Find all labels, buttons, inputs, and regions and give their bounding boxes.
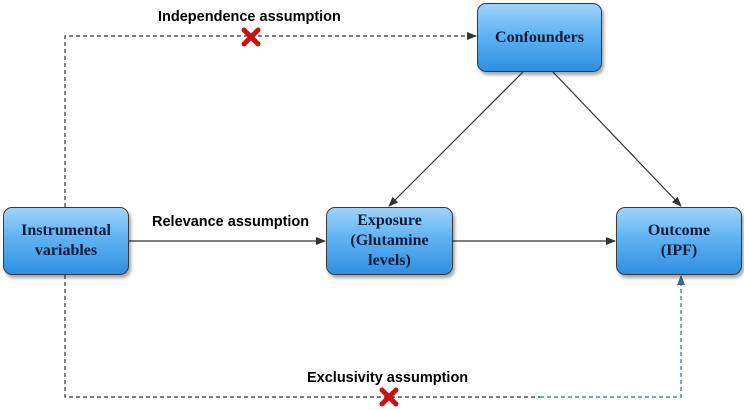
outcome-node: Outcome (IPF) bbox=[616, 207, 742, 275]
exclusivity-assumption-label: Exclusivity assumption bbox=[307, 370, 469, 386]
cross-icon bbox=[241, 27, 261, 47]
outcome-line1: Outcome bbox=[647, 222, 711, 239]
exposure-line1: Exposure bbox=[357, 212, 422, 229]
instrumental-variables-line2: variables bbox=[34, 242, 98, 259]
confounders-to-exposure-arrow bbox=[388, 71, 524, 207]
exposure-node: Exposure (Glutamine levels) bbox=[326, 207, 453, 275]
independence-arrow bbox=[64, 32, 477, 207]
outcome-line2: (IPF) bbox=[660, 242, 698, 259]
exclusivity-arrow-blue bbox=[540, 275, 685, 398]
instrumental-variables-line1: Instrumental bbox=[21, 222, 111, 239]
relevance-assumption-label: Relevance assumption bbox=[152, 214, 310, 230]
exclusivity-line-black bbox=[64, 275, 540, 398]
exposure-line2: (Glutamine bbox=[350, 232, 429, 249]
exposure-line3: levels) bbox=[368, 252, 411, 269]
cross-icon bbox=[379, 387, 399, 407]
instrumental-variables-node: Instrumental variables bbox=[3, 207, 129, 275]
confounders-to-outcome-arrow bbox=[552, 71, 682, 207]
confounders-node: Confounders bbox=[477, 3, 602, 72]
confounders-line1: Confounders bbox=[495, 28, 584, 46]
independence-assumption-label: Independence assumption bbox=[158, 9, 341, 25]
